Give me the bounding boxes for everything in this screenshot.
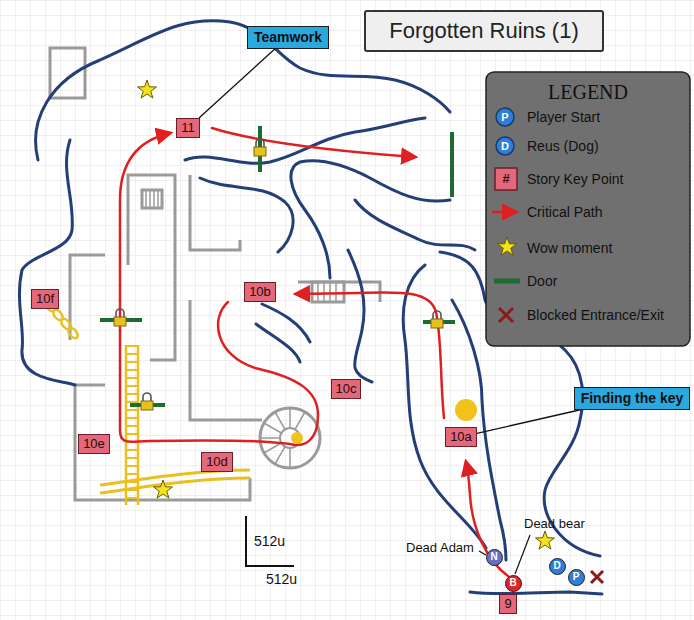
blocked-exit — [591, 571, 603, 583]
node-label: N — [490, 551, 497, 562]
cave-wall — [291, 161, 450, 278]
node-label: 9 — [504, 596, 511, 611]
door — [450, 132, 454, 197]
node-label: Finding the key — [581, 390, 684, 406]
cave-wall — [256, 304, 310, 362]
scale-label: 512u — [254, 533, 285, 549]
cave-wall — [19, 140, 75, 385]
callout-box: Finding the key — [574, 387, 691, 410]
stairs — [142, 190, 162, 208]
node-label: B — [509, 577, 516, 588]
legend-text: Story Key Point — [527, 170, 624, 188]
critical-path-arrow — [466, 462, 508, 576]
ruin-wall — [128, 175, 175, 265]
node-label: P — [573, 571, 580, 582]
character-marker: B — [505, 575, 522, 592]
legend-text: Critical Path — [527, 203, 602, 221]
character-marker: D — [549, 558, 566, 575]
spiral-stairs — [260, 408, 305, 468]
legend-text: Wow moment — [527, 239, 612, 257]
stairs — [318, 282, 336, 302]
node-label: 10d — [206, 454, 228, 469]
node-label: 10f — [36, 291, 54, 306]
leader-line — [515, 535, 530, 574]
legend-text: Door — [527, 272, 557, 290]
padlock — [114, 309, 126, 326]
node-label: 10e — [83, 436, 105, 451]
leader-line — [477, 410, 582, 434]
title-box: Forgotten Ruins (1) — [364, 10, 604, 52]
legend-symbol — [499, 308, 513, 322]
node-label: 10c — [336, 381, 357, 396]
legend-symbol-letter: # — [502, 172, 509, 187]
story-key-point: 10c — [331, 379, 362, 399]
legend-symbol — [492, 211, 516, 214]
scale-bar — [246, 516, 294, 566]
node-label: Teamwork — [254, 29, 322, 45]
wow-star — [153, 480, 172, 498]
key-item — [455, 399, 477, 421]
scale-label: 512u — [266, 571, 297, 587]
wow-star — [137, 80, 156, 98]
critical-path-arrow — [296, 292, 444, 418]
critical-path-arrow — [212, 128, 415, 157]
cave-wall — [470, 592, 602, 594]
legend-symbol — [496, 108, 514, 126]
ruin-wall — [75, 385, 250, 500]
annotation: Dead bear — [524, 517, 585, 532]
ruin-wall — [70, 255, 105, 340]
beam — [100, 470, 250, 493]
chain-link — [66, 326, 79, 340]
wow-star — [535, 531, 554, 549]
padlock — [141, 393, 153, 410]
legend-heading: LEGEND — [548, 81, 628, 104]
story-key-point: 11 — [176, 118, 200, 138]
doors — [100, 126, 455, 405]
stairs — [146, 190, 158, 208]
legend-symbol — [494, 279, 520, 284]
callout-box: Teamwork — [247, 26, 329, 49]
legend-symbol — [497, 237, 516, 255]
legend-symbol-letter: P — [501, 111, 508, 124]
legend-symbol — [495, 168, 517, 190]
node-label: D — [553, 560, 560, 571]
stairs — [312, 282, 344, 302]
story-key-point: 10d — [201, 452, 233, 472]
character-marker: N — [486, 549, 503, 566]
annotation: Dead Adam — [406, 541, 474, 556]
item — [291, 432, 303, 444]
cave-wall — [403, 265, 486, 548]
legend-text: Player Start — [527, 108, 600, 126]
leader-line — [199, 49, 275, 119]
story-key-point: 10f — [31, 289, 59, 309]
cave-wall — [355, 200, 475, 250]
legend-symbol-letter: D — [501, 140, 509, 153]
cave-wall — [348, 250, 372, 382]
story-key-point: 10b — [244, 282, 276, 302]
character-marker: P — [568, 569, 585, 586]
cave-wall — [185, 118, 425, 163]
legend-symbol — [496, 137, 514, 155]
legend-panel — [486, 72, 690, 346]
story-key-point: 9 — [499, 594, 516, 614]
node-label: 10a — [450, 429, 472, 444]
padlock — [431, 311, 443, 328]
story-key-point: 10a — [445, 427, 477, 447]
leader-line — [479, 551, 486, 555]
cave-wall — [200, 178, 293, 252]
critical-path-arrow — [120, 133, 318, 445]
legend-text: Blocked Entrance/Exit — [527, 306, 664, 324]
critical-path — [120, 128, 508, 576]
story-key-point: 10e — [78, 434, 110, 454]
padlock — [254, 139, 266, 156]
map-title: Forgotten Ruins (1) — [389, 18, 579, 43]
node-label: 11 — [181, 120, 195, 135]
node-label: 10b — [249, 284, 271, 299]
legend-text: Reus (Dog) — [527, 137, 599, 155]
